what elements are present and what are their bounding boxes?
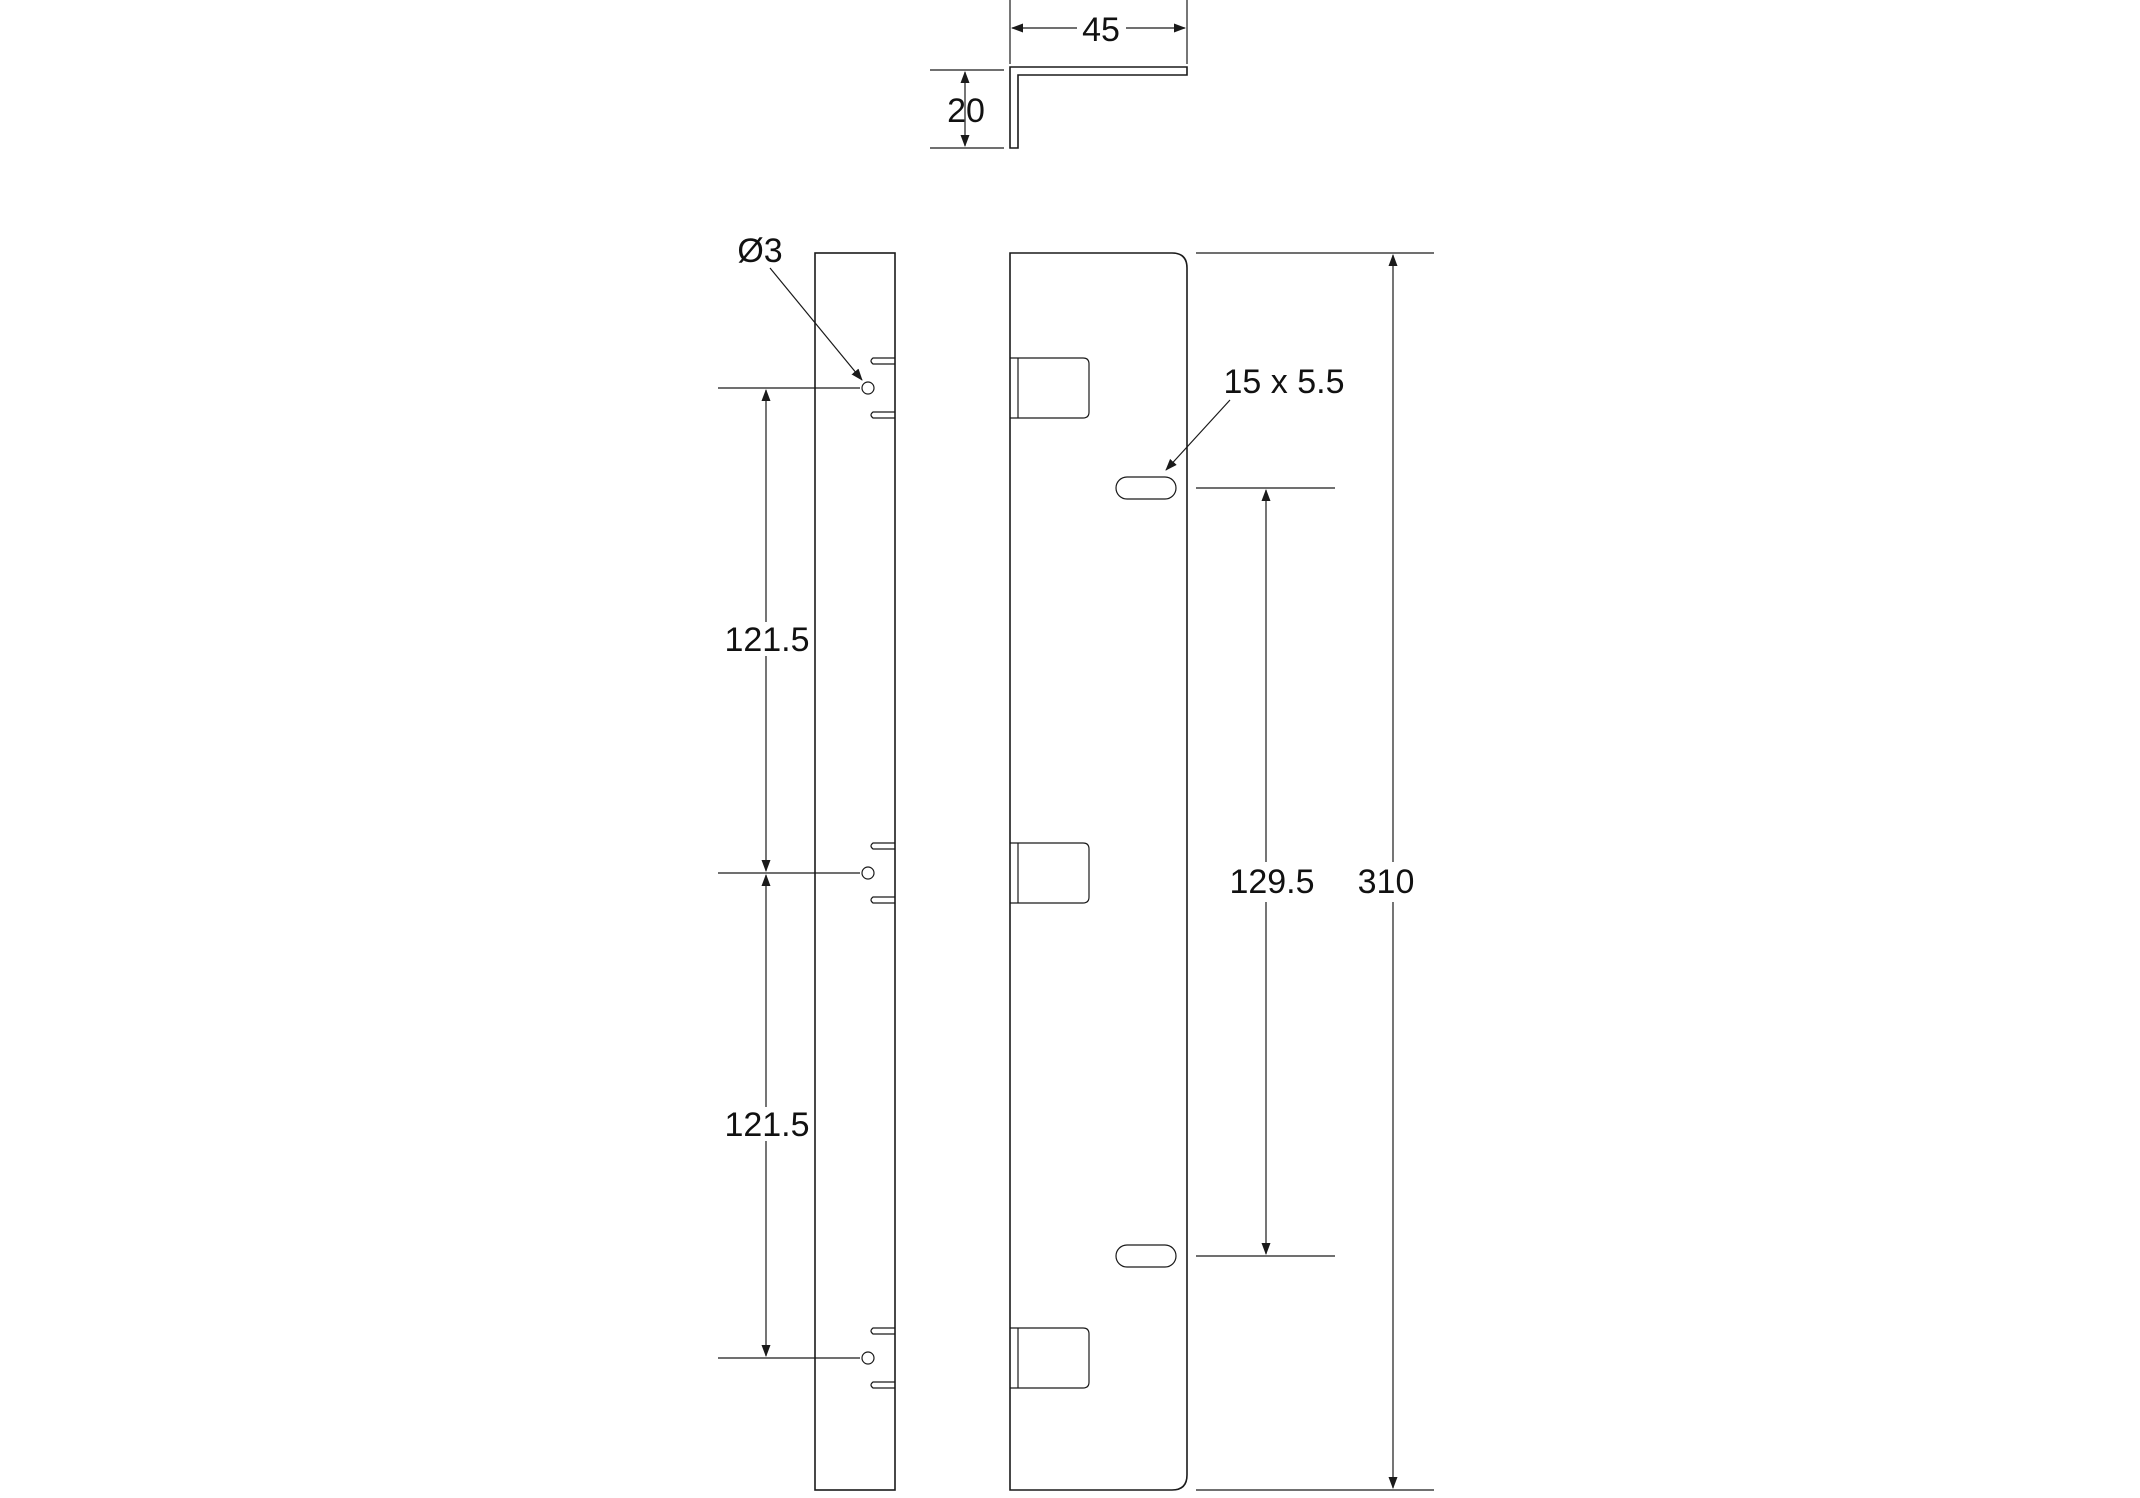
tab-cutout: [1010, 842, 1090, 904]
tab-slit: [870, 1327, 895, 1335]
dim-label-flange-width: 45: [1082, 11, 1120, 49]
dim-label-hole-spacing-upper: 121.5: [724, 621, 809, 659]
mounting-hole: [861, 381, 875, 395]
tab-slit: [870, 1381, 895, 1389]
tab-slit: [870, 411, 895, 419]
dim-label-slot-size: 15 x 5.5: [1224, 363, 1345, 401]
dim-label-hole-spacing-lower: 121.5: [724, 1106, 809, 1144]
front-view-face: 15 x 5.5 129.5 310: [1009, 252, 1434, 1491]
face-outline: [1009, 252, 1188, 1491]
mounting-hole: [861, 1351, 875, 1365]
mounting-hole: [861, 866, 875, 880]
slot-size-leader: [1165, 399, 1231, 471]
dim-label-overall-length: 310: [1358, 863, 1415, 901]
tab-cutout: [1010, 357, 1090, 419]
side-view-flange: 121.5 121.5 Ø3: [718, 232, 896, 1491]
tab-slit: [870, 896, 895, 904]
mounting-slot: [1115, 1244, 1177, 1268]
tab-slit: [870, 842, 895, 850]
hole-diameter-leader: [769, 267, 863, 381]
dim-label-hole-diameter: Ø3: [737, 232, 782, 270]
end-view-profile: 45 20: [930, 0, 1188, 149]
tab-slit: [870, 357, 895, 365]
flange-outline: [814, 252, 896, 1491]
dim-label-slot-spacing: 129.5: [1229, 863, 1314, 901]
mounting-slot: [1115, 476, 1177, 500]
tab-cutout: [1010, 1327, 1090, 1389]
dim-label-flange-height: 20: [947, 92, 985, 130]
